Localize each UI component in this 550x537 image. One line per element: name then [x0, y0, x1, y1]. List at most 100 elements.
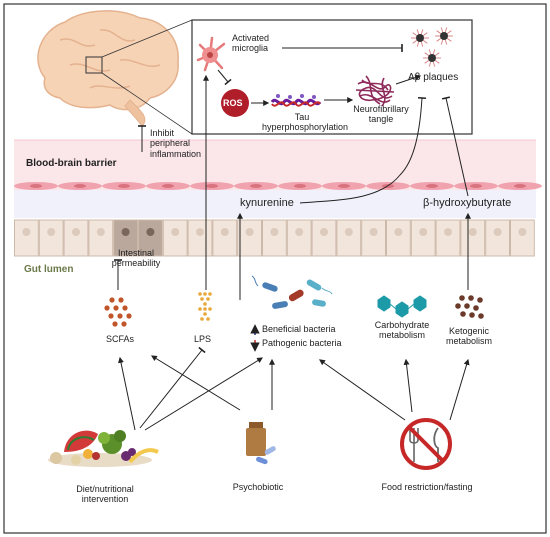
endothelial-nucleus	[162, 184, 174, 188]
diet-to-bacteria-arrow	[144, 357, 264, 431]
label-psychobiotic: Psychobiotic	[232, 482, 284, 492]
gut-cell-nucleus	[369, 228, 378, 236]
food-basket-icon	[48, 430, 159, 467]
microglia-to-ros-arrow	[217, 69, 232, 86]
label-blood-brain-barrier: Blood-brain barrier	[26, 158, 117, 169]
gut-cell-nucleus	[196, 228, 204, 236]
gut-cell	[14, 219, 39, 257]
gut-cell-nucleus	[220, 228, 229, 236]
label-ros: ROS	[223, 98, 243, 108]
ros-circle-icon	[221, 89, 249, 117]
diet-to-lps-bar	[139, 346, 206, 429]
gut-cell-nucleus	[245, 228, 254, 236]
gut-cell	[38, 219, 64, 257]
gut-cell-nucleus	[96, 228, 105, 236]
outer-frame	[3, 3, 547, 534]
gut-cell-nucleus	[146, 228, 155, 236]
gut-cell-nucleus	[394, 228, 403, 236]
gut-cell-nucleus	[419, 228, 428, 236]
tangle-to-plaques-arrow	[395, 74, 422, 85]
psychobiotic-bottle-icon	[246, 422, 276, 465]
gut-cell	[138, 219, 163, 257]
gut-cell-nucleus	[518, 228, 527, 236]
plaque-core	[428, 54, 436, 62]
label-kynurenine: kynurenine	[240, 197, 294, 209]
endothelial-nucleus	[250, 184, 262, 188]
gut-cell-nucleus	[121, 228, 130, 236]
amyloid-plaques-icon	[411, 27, 453, 67]
gut-cell	[187, 219, 213, 257]
label-activated-microglia: Activated microglia	[232, 33, 270, 54]
microglia-icon	[196, 36, 226, 72]
label-inhibit-inflammation: Inhibit peripheral inflammation	[150, 128, 202, 159]
gut-cell	[361, 219, 387, 257]
no-food-sign-icon	[400, 418, 452, 470]
neurofibrillary-tangle-icon	[355, 75, 395, 107]
gut-cell	[212, 219, 238, 257]
gut-cell	[262, 219, 287, 257]
gut-cell-nucleus	[295, 228, 304, 236]
gut-cell	[88, 219, 114, 257]
endothelial-nucleus	[74, 184, 86, 188]
endothelial-cells	[14, 182, 542, 190]
label-carbohydrate-metabolism: Carbohydrate metabolism	[374, 320, 430, 341]
fasting-to-bacteria-arrow	[319, 359, 406, 421]
bhb-to-plaques-bar	[441, 96, 469, 197]
label-neurofibrillary: Neurofibrillary tangle	[353, 104, 409, 125]
label-pathogenic-bacteria: Pathogenic bacteria	[262, 338, 342, 348]
kynurenine-to-plaques-bar	[299, 96, 427, 204]
gut-cell	[510, 219, 535, 257]
label-beneficial-bacteria: Beneficial bacteria	[262, 324, 336, 334]
carbohydrate-molecule-icon	[377, 295, 427, 318]
label-diet-intervention: Diet/nutritional intervention	[76, 484, 134, 505]
gut-cell	[336, 219, 362, 257]
label-gut-lumen: Gut lumen	[24, 264, 74, 275]
psychobiotic-to-scfa-arrow	[150, 355, 241, 411]
gut-cell	[63, 219, 89, 257]
label-tau: Tau hyperphosphorylation	[262, 112, 349, 133]
endothelial-nucleus	[470, 184, 482, 188]
fasting-to-ketogenic-arrow	[449, 358, 470, 421]
gut-cell-nucleus	[171, 228, 180, 236]
label-bhb: β-hydroxybutyrate	[423, 197, 512, 209]
label-intestinal-permeability: Intestinal permeability	[111, 248, 161, 269]
label-food-restriction: Food restriction/fasting	[381, 482, 473, 492]
endothelial-nucleus	[338, 184, 350, 188]
gut-cell	[311, 219, 337, 257]
plaque-core	[416, 34, 424, 42]
endothelial-nucleus	[426, 184, 438, 188]
gut-cell	[162, 219, 188, 257]
scfa-molecules-icon	[104, 297, 132, 327]
endothelial-nucleus	[118, 184, 130, 188]
gut-cell	[386, 219, 411, 257]
zoom-line-top	[101, 19, 193, 58]
gut-cell-nucleus	[22, 228, 31, 236]
gut-cell-nucleus	[493, 228, 502, 236]
gut-cell-nucleus	[270, 228, 279, 236]
lumen-band	[14, 190, 536, 218]
gut-cell	[113, 219, 138, 257]
tau-protein-icon	[270, 94, 322, 107]
diet-to-scfa-arrow	[118, 356, 136, 431]
bbb-band	[14, 140, 536, 190]
plaque-core	[440, 32, 448, 40]
lps-molecule-icon	[198, 292, 212, 321]
label-ketogenic-metabolism: Ketogenic metabolism	[445, 326, 492, 347]
gut-cell-nucleus	[320, 228, 328, 236]
gut-epithelium	[14, 219, 535, 257]
endothelial-nucleus	[206, 184, 218, 188]
label-abeta-plaques: Aβ plaques	[408, 72, 459, 83]
gut-cell-nucleus	[47, 228, 56, 236]
gut-cell	[286, 219, 312, 257]
gut-cell-nucleus	[468, 228, 477, 236]
brain-icon	[37, 10, 179, 127]
gut-cell-nucleus	[444, 228, 452, 236]
label-scfas: SCFAs	[106, 334, 135, 344]
endothelial-nucleus	[294, 184, 306, 188]
zoom-line-bottom	[101, 72, 193, 135]
label-lps: LPS	[194, 334, 212, 344]
bacteria-icon	[251, 275, 333, 309]
gut-cell	[485, 219, 511, 257]
gut-cell-nucleus	[344, 228, 353, 236]
